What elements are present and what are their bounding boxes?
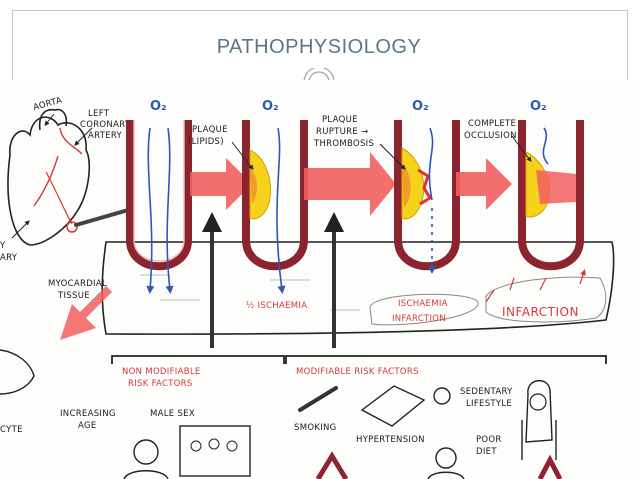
o2-label-stage-1: O₂ <box>150 99 167 114</box>
stage-3-label-thrombosis: THROMBOSIS <box>313 139 374 149</box>
progression-arrow-2 <box>304 152 396 216</box>
brace-modifiable <box>285 355 607 364</box>
artery-stage-3 <box>394 120 460 274</box>
heart-label-cut-2: ARY <box>0 253 18 263</box>
risk-item-poor: POOR <box>476 435 502 445</box>
brace-non-modifiable <box>111 355 285 364</box>
eating-person-drawing <box>427 447 465 479</box>
artery-stage-1 <box>126 120 192 294</box>
cigarette-icon <box>298 386 338 412</box>
cell-drawing <box>0 349 35 395</box>
family-photo-drawing <box>179 425 251 477</box>
risk-item-male-sex: MALE SEX <box>150 409 195 419</box>
risk-item-lifestyle: LIFESTYLE <box>466 399 512 409</box>
non-modifiable-label-1: NON MODIFIABLE <box>122 367 201 377</box>
slide-frame <box>12 10 628 81</box>
progression-arrow-3 <box>456 158 512 210</box>
stage-2-effect: ½ ISCHAEMIA <box>246 301 307 311</box>
stage-4-effect: INFARCTION <box>502 305 579 319</box>
title-ornament-icon <box>303 68 335 82</box>
risk-item-diet: DIET <box>476 447 497 457</box>
stage-4-label-occlusion: OCCLUSION <box>464 131 517 141</box>
cut-label-cyte: CYTE <box>0 425 23 435</box>
non-modifiable-label-2: RISK FACTORS <box>128 379 193 389</box>
myocardial-tissue <box>101 241 615 335</box>
risk-item-increasing: INCREASING <box>60 409 116 419</box>
heart-label-coronary: CORONARY <box>80 120 131 130</box>
heart-label-cut-1: Y <box>0 241 6 251</box>
stage-3-label-rupture: RUPTURE → <box>316 127 368 137</box>
blood-pressure-monitor-drawing <box>360 385 451 427</box>
risk-item-sedentary: SEDENTARY <box>460 387 513 397</box>
stage-3-label-plaque: PLAQUE <box>322 115 358 125</box>
tissue-arrow <box>60 286 112 340</box>
elderly-man-drawing <box>123 439 169 479</box>
armchair-person-drawing <box>521 380 557 460</box>
o2-label-stage-2: O₂ <box>262 99 279 114</box>
risk-item-hypertension: HYPERTENSION <box>356 435 425 445</box>
heart-drawing <box>7 108 130 246</box>
tissue-label-1: MYOCARDIAL <box>48 279 107 289</box>
o2-label-stage-3: O₂ <box>412 99 429 114</box>
stage-3-effect-2: INFARCTION <box>392 314 446 324</box>
heart-label-artery: ARTERY <box>88 131 123 141</box>
pathophysiology-illustration: AORTA LEFT CORONARY ARTERY Y ARY MYOCARD… <box>0 80 638 479</box>
stage-2-pointer <box>231 141 254 170</box>
stage-2-label-lipids: (LIPIDS) <box>188 137 224 147</box>
stage-3-pointer <box>379 143 406 170</box>
o2-label-stage-4: O₂ <box>530 99 547 114</box>
modifiable-label: MODIFIABLE RISK FACTORS <box>296 367 419 377</box>
infarction-spread-arrows <box>485 272 584 303</box>
stage-3-effect-1: ISCHAEMIA <box>398 299 448 309</box>
progression-arrow-1 <box>190 158 252 210</box>
artery-stage-4 <box>518 120 584 271</box>
risk-item-age: AGE <box>78 421 97 431</box>
artery-stage-2 <box>242 120 308 294</box>
bottom-artery-fragment-2 <box>537 454 563 479</box>
risk-item-smoking: SMOKING <box>294 423 337 433</box>
bottom-artery-fragment-1 <box>315 451 349 479</box>
stage-2-label-plaque: PLAQUE <box>192 125 228 135</box>
heart-label-left: LEFT <box>88 109 110 119</box>
slide-title: PATHOPHYSIOLOGY <box>216 36 422 58</box>
stage-4-label-complete: COMPLETE <box>468 119 516 129</box>
tissue-label-2: TISSUE <box>57 291 90 301</box>
stage-4-pointer <box>511 135 532 162</box>
